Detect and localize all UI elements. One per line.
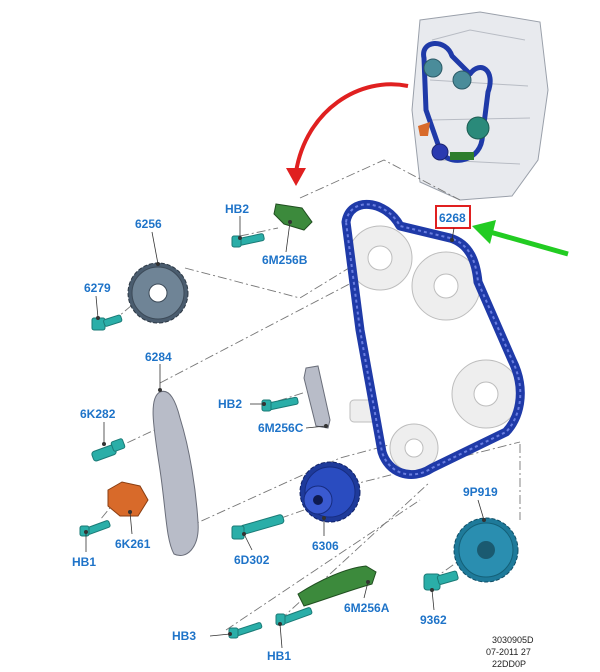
guide-6m256c xyxy=(303,365,331,429)
timing-chain-links xyxy=(345,203,522,476)
label-9362: 9362 xyxy=(420,613,447,627)
label-6k261: 6K261 xyxy=(115,537,151,551)
label-6284: 6284 xyxy=(145,350,172,364)
red-curved-arrow-icon xyxy=(294,82,409,173)
tensioner-arm-6284 xyxy=(152,390,199,556)
label-6m256c: 6M256C xyxy=(258,421,304,435)
bolt-6k282 xyxy=(91,438,126,462)
label-6m256a: 6M256A xyxy=(344,601,390,615)
reference-line-2: 07-2011 27 xyxy=(486,647,531,657)
tensioner-6k261 xyxy=(107,481,149,517)
green-arrowhead-icon xyxy=(472,220,496,244)
bolt-hb2-upper xyxy=(231,233,265,248)
bolt-hb3 xyxy=(228,622,263,639)
label-6306: 6306 xyxy=(312,539,339,553)
red-arrowhead-icon xyxy=(286,168,306,186)
bolt-6279 xyxy=(91,314,123,331)
label-6279: 6279 xyxy=(84,281,111,295)
label-hb3: HB3 xyxy=(172,629,196,643)
label-6m256b: 6M256B xyxy=(262,253,308,267)
label-hb1-left: HB1 xyxy=(72,555,96,569)
green-pointer-arrow-icon xyxy=(489,229,569,257)
bolt-hb2-middle xyxy=(261,396,299,412)
label-hb1-bottom: HB1 xyxy=(267,649,291,663)
label-hb2-middle: HB2 xyxy=(218,397,242,411)
sprocket-6306 xyxy=(299,461,361,523)
label-6256: 6256 xyxy=(135,217,162,231)
bolt-hb1-bottom xyxy=(275,607,313,626)
part-labels: 6268 6256 6279 HB2 6M256B 6284 6K282 HB2… xyxy=(72,202,498,663)
label-hb2-upper: HB2 xyxy=(225,202,249,216)
highlight-box xyxy=(435,205,471,229)
label-6d302: 6D302 xyxy=(234,553,270,567)
callout-leaders xyxy=(84,216,486,649)
sprocket-9p919 xyxy=(453,517,519,583)
bolt-hb1-left xyxy=(79,520,111,537)
guide-6m256b xyxy=(273,203,313,231)
label-9p919: 9P919 xyxy=(463,485,498,499)
sprocket-6256 xyxy=(127,262,189,324)
label-6268: 6268 xyxy=(439,211,466,225)
guide-6m256a xyxy=(297,565,377,607)
label-6k282: 6K282 xyxy=(80,407,116,421)
reference-line-1: 3030905D xyxy=(492,635,534,645)
engine-thumbnail xyxy=(411,11,549,201)
reference-line-3: 22DD0P xyxy=(492,659,526,669)
reference-code: 3030905D 07-2011 27 22DD0P xyxy=(486,635,534,669)
bolt-9362 xyxy=(423,570,459,591)
bolt-6d302 xyxy=(231,514,285,540)
